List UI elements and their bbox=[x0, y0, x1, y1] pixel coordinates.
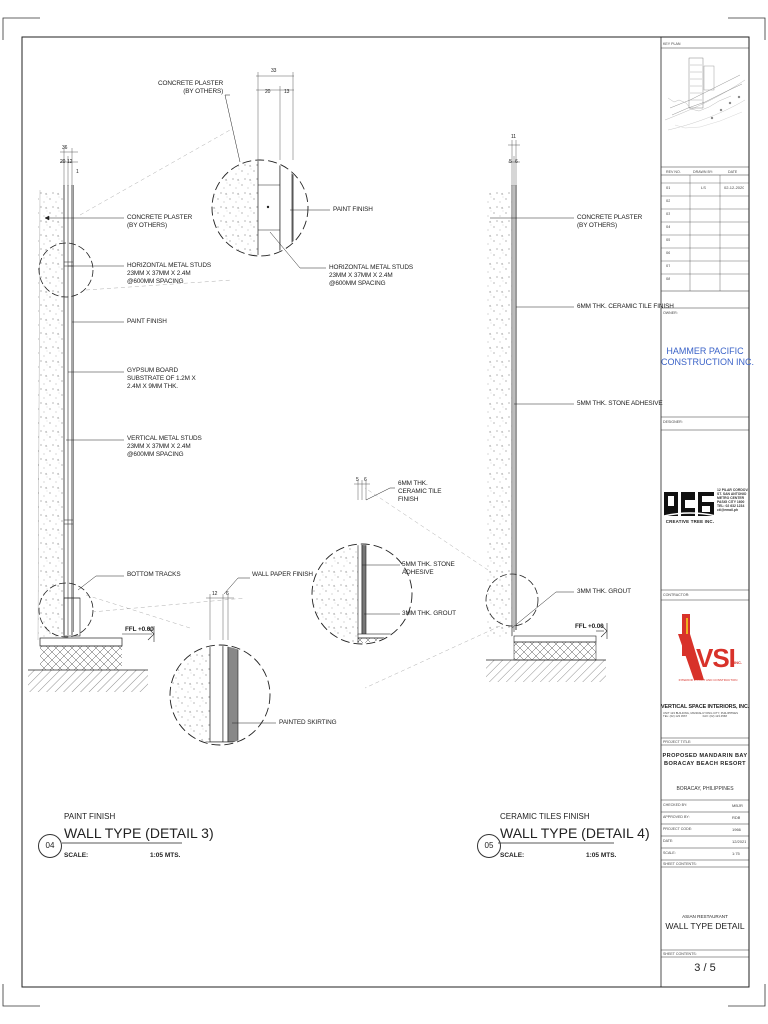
label-paint-finish-left: PAINT FINISH bbox=[127, 318, 167, 325]
callout-label-horizontal-studs: HORIZONTAL METAL STUDS 23mm X 37mm X 2.4… bbox=[329, 264, 414, 287]
sheet-number: 3 / 5 bbox=[694, 962, 716, 974]
info-value: MBJR bbox=[732, 803, 743, 808]
label-ceramic-tile: 6mm THK. CERAMIC TILE FINISH bbox=[577, 303, 674, 310]
label-bottom-tracks: BOTTOM TRACKS bbox=[127, 571, 181, 578]
info-label: DATE: bbox=[663, 839, 674, 843]
sheet-title: WALL TYPE DETAIL bbox=[665, 921, 745, 931]
detail-04-scale-label: SCALE: bbox=[64, 852, 89, 859]
contractor-address: UNIT 123 BUILDING, MANDALUYONG CITY, PHI… bbox=[663, 712, 738, 719]
dim-1: 1 bbox=[76, 169, 79, 175]
dim-5: 5 bbox=[509, 159, 512, 165]
callout-label-ceramic: 6mm THK. CERAMIC TILE FINISH bbox=[398, 480, 442, 503]
info-value: 1:75 bbox=[732, 851, 740, 856]
revision-cell: 02 bbox=[666, 198, 671, 203]
detail-04-drawing bbox=[28, 72, 330, 746]
callout-dim-33: 33 bbox=[271, 68, 277, 74]
label-stone-adhesive: 5mm THK. STONE ADHESIVE bbox=[577, 400, 663, 407]
revision-cell: 03 bbox=[666, 211, 671, 216]
revision-cell: 02-12-2020 bbox=[724, 185, 745, 190]
detail-number-05: 05 bbox=[477, 834, 501, 858]
contractor-label: CONTRACTOR: bbox=[663, 593, 690, 597]
contractor-tagline: INTERIOR FIT-OUT AND CONSTRUCTION bbox=[678, 678, 738, 682]
designer-logo-text: CREATIVE TREE INC. bbox=[665, 519, 715, 524]
label-wall-paper-finish: WALL PAPER FINISH bbox=[252, 571, 313, 578]
info-label: CHECKED BY: bbox=[663, 803, 688, 807]
revision-cell: 07 bbox=[666, 263, 671, 268]
callout-label-grout: 3mm THK. GROUT bbox=[402, 610, 456, 617]
revision-cell: 06 bbox=[666, 250, 671, 255]
sheet-contents-label: SHEET CONTENTS: bbox=[663, 862, 697, 866]
label-concrete-plaster-left: CONCRETE PLASTER (BY OTHERS) bbox=[127, 214, 193, 229]
key-plan-map bbox=[663, 50, 747, 165]
info-label: SCALE: bbox=[663, 851, 676, 855]
label-ffl-left: FFL +0.00 bbox=[125, 626, 154, 633]
key-plan-label: KEY PLAN bbox=[663, 42, 681, 46]
detail-05-drawing bbox=[311, 140, 608, 689]
sheet-number-label: SHEET CONTENTS: bbox=[663, 952, 697, 956]
callout-label-concrete-plaster: CONCRETE PLASTER (BY OTHERS) bbox=[158, 80, 224, 95]
revision-cell: 04 bbox=[666, 224, 671, 229]
info-label: PROJECT CODE: bbox=[663, 827, 693, 831]
contractor-logo-suffix: INC. bbox=[734, 660, 742, 665]
contractor-logo: VSI INC. INTERIOR FIT-OUT AND CONSTRUCTI… bbox=[672, 610, 744, 686]
dim-20: 20 bbox=[60, 159, 66, 165]
label-ffl-right: FFL +0.00 bbox=[575, 623, 604, 630]
revision-cell: LS bbox=[701, 185, 706, 190]
project-title: PROPOSED MANDARIN BAY BORACAY BEACH RESO… bbox=[662, 753, 748, 767]
rev-header-date: DATE bbox=[728, 170, 738, 174]
detail-05-scale-label: SCALE: bbox=[500, 852, 525, 859]
owner-label: OWNER: bbox=[663, 311, 678, 315]
callout-dim-6-right: 6 bbox=[364, 477, 367, 483]
callout-dim-6: 6 bbox=[226, 591, 229, 597]
dim-6: 6 bbox=[515, 159, 518, 165]
owner-name: HAMMER PACIFIC CONSTRUCTION INC. bbox=[661, 346, 754, 367]
sheet-sub: ASIAN RESTAURANT bbox=[682, 914, 728, 919]
label-grout: 3mm THK. GROUT bbox=[577, 588, 631, 595]
detail-04-scale-value: 1:05 MTS. bbox=[150, 852, 181, 859]
label-concrete-plaster-right: CONCRETE PLASTER (BY OTHERS) bbox=[577, 214, 643, 229]
detail-05-title: WALL TYPE (DETAIL 4) bbox=[500, 825, 650, 841]
label-painted-skirting: PAINTED SKIRTING bbox=[279, 719, 337, 726]
project-title-label: PROJECT TITLE: bbox=[663, 740, 692, 744]
label-horizontal-studs-left: HORIZONTAL METAL STUDS 23mm X 37mm X 2.4… bbox=[127, 262, 212, 285]
callout-dim-20: 20 bbox=[265, 89, 271, 95]
revision-cell: 05 bbox=[666, 237, 671, 242]
revision-cell: 08 bbox=[666, 276, 671, 281]
dim-36: 36 bbox=[62, 145, 68, 151]
designer-logo: CREATIVE TREE INC. bbox=[663, 488, 717, 528]
info-value: 12/2021 bbox=[732, 839, 747, 844]
callout-dim-12: 12 bbox=[212, 591, 218, 597]
label-gypsum-board: GYPSUM BOARD SUBSTRATE OF 1.2m X 2.4m X … bbox=[127, 367, 196, 390]
project-location: BORACAY, PHILIPPINES bbox=[676, 786, 734, 792]
designer-label: DESIGNER: bbox=[663, 420, 683, 424]
detail-number-04: 04 bbox=[38, 834, 62, 858]
rev-header-no: REV NO. bbox=[666, 170, 681, 174]
info-value: 1966 bbox=[732, 827, 741, 832]
callout-dim-13: 13 bbox=[284, 89, 290, 95]
callout-label-paint-finish: PAINT FINISH bbox=[333, 206, 373, 213]
detail-04-title: WALL TYPE (DETAIL 3) bbox=[64, 825, 214, 841]
revision-cell: 01 bbox=[666, 185, 671, 190]
info-value: RDB bbox=[732, 815, 741, 820]
dim-12: 12 bbox=[67, 159, 73, 165]
callout-label-adhesive: 5mm THK. STONE ADHESIVE bbox=[402, 561, 455, 576]
detail-05-scale-value: 1:05 MTS. bbox=[586, 852, 617, 859]
designer-address: 12 PILAR CORDOVA ST. SAN ANTONIO METRO C… bbox=[717, 488, 748, 512]
detail-04-subtitle: PAINT FINISH bbox=[64, 812, 116, 821]
dim-11: 11 bbox=[511, 134, 516, 140]
label-vertical-studs: VERTICAL METAL STUDS 23mm X 37mm X 2.4m … bbox=[127, 435, 202, 458]
contractor-logo-text: VSI bbox=[696, 643, 736, 673]
info-label: APPROVED BY: bbox=[663, 815, 690, 819]
detail-05-subtitle: CERAMIC TILES FINISH bbox=[500, 812, 590, 821]
callout-dim-5: 5 bbox=[356, 477, 359, 483]
rev-header-drawn: DRAWN BY: bbox=[693, 170, 714, 174]
contractor-name: VERTICAL SPACE INTERIORS, INC. bbox=[661, 704, 750, 710]
